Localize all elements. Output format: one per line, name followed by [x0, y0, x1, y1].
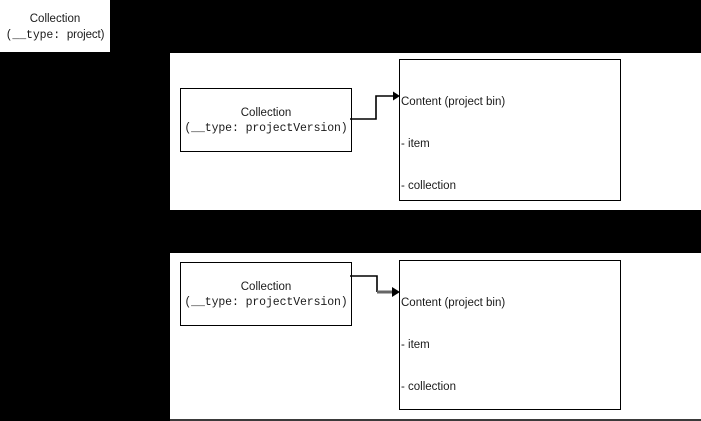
node-collection-project-type: (__type: project) — [0, 27, 110, 44]
node-content-upper[interactable]: Content (project bin) - item - collectio… — [399, 59, 621, 396]
node-content-lower[interactable]: Content (project bin) - item - collectio… — [399, 260, 621, 410]
content-line: - item — [401, 339, 430, 351]
node-collection-project-version-upper[interactable]: Collection (__type: projectVersion) — [180, 88, 352, 152]
content-line: - item — [401, 138, 430, 150]
node-collection-upper-type: (__type: projectVersion) — [184, 122, 348, 135]
content-line: - collection — [401, 180, 456, 192]
node-collection-project[interactable]: Collection (__type: project) — [0, 11, 110, 44]
node-collection-project-version-lower[interactable]: Collection (__type: projectVersion) — [180, 262, 352, 326]
node-collection-project-type-close: ) — [100, 29, 105, 41]
connector-arrow-upper — [350, 91, 400, 120]
node-collection-lower-title: Collection — [240, 281, 292, 293]
node-content-lower-lines: Content (project bin) - item - collectio… — [401, 268, 618, 421]
connector-arrow-lower — [350, 275, 400, 297]
node-collection-project-type-value: project — [66, 29, 101, 41]
content-line: - collection — [401, 381, 456, 393]
connector-upper-path — [350, 95, 394, 120]
content-line-blank — [401, 221, 618, 232]
connector-lower-path — [350, 275, 378, 292]
node-collection-upper-label: Collection (__type: projectVersion) — [181, 106, 351, 136]
node-collection-lower-type: (__type: projectVersion) — [184, 296, 348, 309]
node-collection-project-title: Collection — [29, 13, 81, 25]
node-collection-lower-label: Collection (__type: projectVersion) — [181, 280, 351, 310]
content-line: Content (project bin) — [401, 96, 506, 108]
connector-upper-arrowhead — [393, 91, 400, 101]
connector-lower-arrowhead — [392, 287, 400, 297]
node-collection-project-type-open: (__type: — [5, 29, 67, 42]
content-line: Content (project bin) — [401, 297, 506, 309]
bottom-edge-line — [170, 419, 701, 421]
node-collection-upper-title: Collection — [240, 107, 292, 119]
panel-top-left — [0, 0, 110, 52]
